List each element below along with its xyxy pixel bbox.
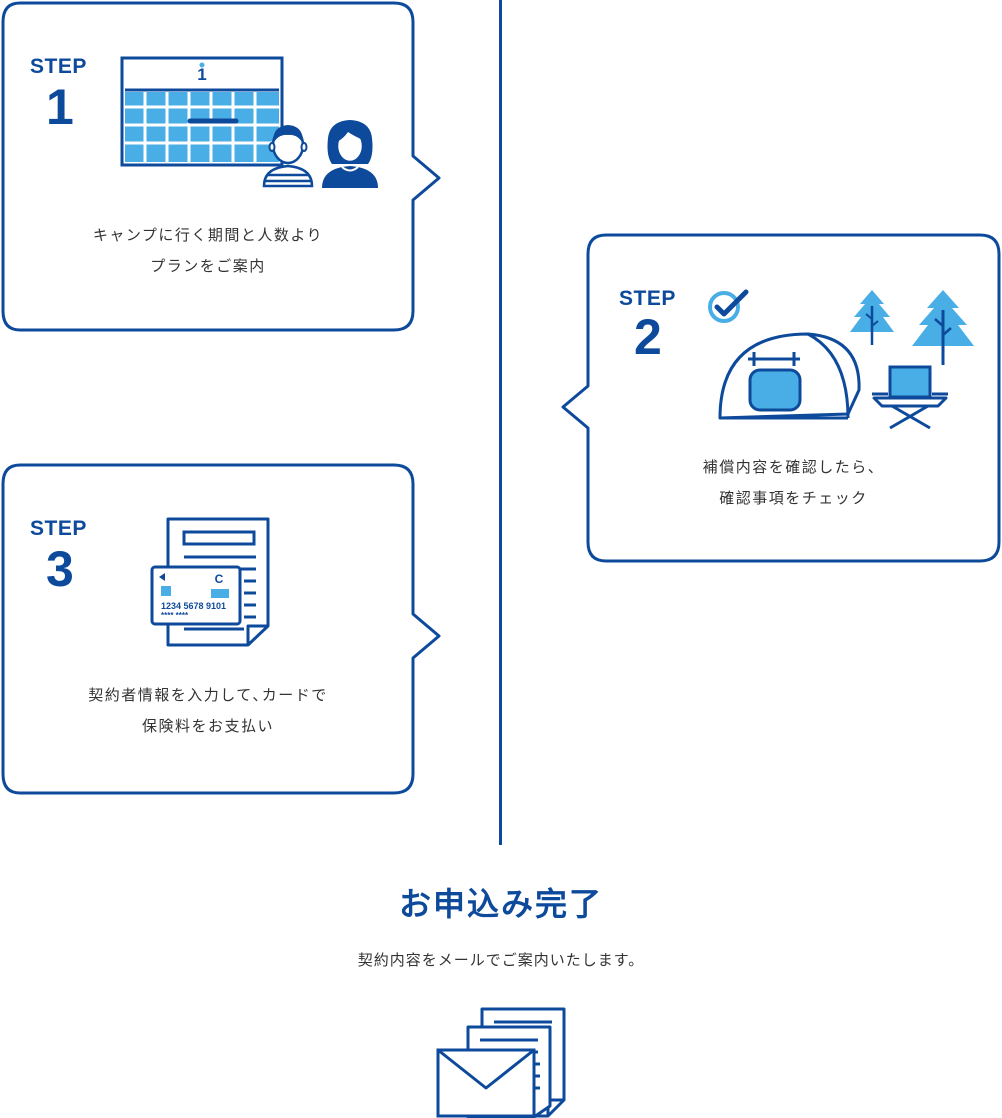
completion-title: お申込み完了: [398, 885, 603, 923]
caption-line: 保険料をお支払い: [141, 717, 274, 735]
caption-line: 契約者情報を入力して､カードで: [88, 686, 328, 704]
boy-icon: [262, 125, 314, 188]
caption-line: プランをご案内: [150, 257, 266, 275]
tent-icon: [718, 332, 861, 420]
girl-icon: [322, 120, 378, 188]
step-2-caption: 補償内容を確認したら、 確認事項をチェック: [588, 452, 999, 514]
step-2-number: 2: [634, 309, 662, 365]
step-2-card: STEP 2 補償内容を確認したら、 確認事項をチェック: [560, 232, 1002, 567]
step-1-label: STEP: [30, 55, 87, 78]
mail-icon: [436, 1007, 566, 1118]
check-icon: [708, 289, 749, 323]
tree-icon: [850, 290, 894, 345]
step-3-label: STEP: [30, 517, 87, 540]
credit-card-icon: [150, 565, 242, 626]
calendar-day-label: 1: [197, 65, 207, 84]
calendar-icon: [120, 56, 284, 167]
step-3-card: STEP 3 C 1234 5678 9101 **** **** 契約者情報を…: [0, 462, 445, 798]
caption-line: 補償内容を確認したら、: [702, 458, 885, 476]
card-brand-letter: C: [214, 572, 224, 586]
camp-chair-icon: [872, 365, 948, 430]
caption-line: キャンプに行く期間と人数より: [92, 226, 324, 244]
step-1-number: 1: [46, 79, 74, 135]
step-2-label: STEP: [619, 287, 676, 310]
step-3-number: 3: [46, 541, 74, 597]
caption-line: 確認事項をチェック: [719, 489, 868, 507]
step-1-card: STEP 1 1: [0, 0, 445, 335]
step-3-caption: 契約者情報を入力して､カードで 保険料をお支払い: [3, 680, 413, 742]
step-1-caption: キャンプに行く期間と人数より プランをご案内: [3, 220, 413, 282]
tree-icon: [912, 290, 974, 365]
card-mask: **** ****: [161, 611, 189, 620]
timeline-line: [499, 0, 502, 845]
completion-subtitle: 契約内容をメールでご案内いたします。: [357, 951, 645, 969]
card-number: 1234 5678 9101: [161, 601, 227, 611]
